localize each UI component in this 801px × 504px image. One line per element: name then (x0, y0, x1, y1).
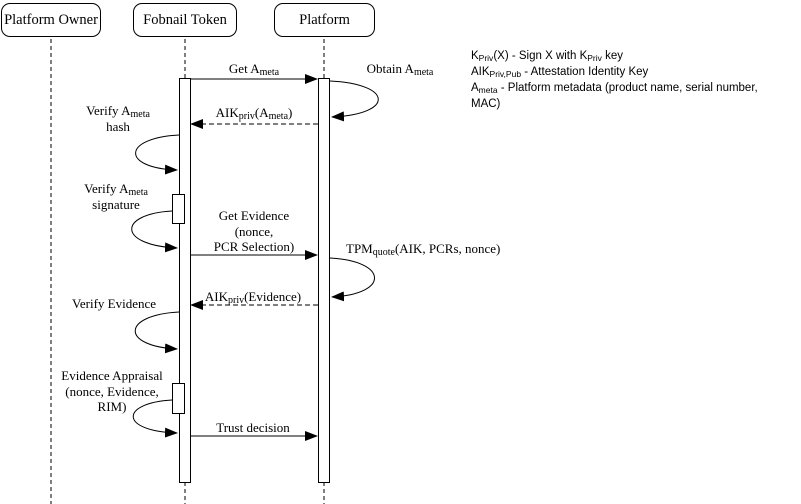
message-label-verify-signature: Verify Ameta signature (84, 181, 148, 212)
legend-line-kpriv: KPriv(X) - Sign X with KPriv key (471, 50, 623, 63)
message-label-verify-hash: Verify Ameta hash (86, 103, 150, 134)
actor-label-platform: Platform (299, 11, 350, 28)
actor-box-platform: Platform (274, 3, 375, 37)
self-loop-tpm-quote (329, 257, 375, 302)
message-label-aik-evidence: AIKpriv(Evidence) (204, 289, 302, 306)
message-label-get-evidence: Get Evidence (nonce, PCR Selection) (213, 208, 295, 254)
message-label-evidence-appraisal: Evidence Appraisal (nonce, Evidence, RIM… (61, 368, 163, 414)
actor-label-platform-owner: Platform Owner (4, 11, 98, 28)
notation-legend: KPriv(X) - Sign X with KPriv key AIKPriv… (471, 48, 796, 112)
self-loop-obtain-ameta (329, 80, 379, 122)
legend-line-aik: AIKPriv,Pub - Attestation Identity Key (471, 66, 649, 79)
legend-line-ameta: Ameta - Platform metadata (product name,… (471, 82, 758, 95)
self-loop-verify-evidence (134, 311, 180, 354)
nested-activation-evidence-appraisal (172, 383, 185, 414)
message-label-trust-decision: Trust decision (216, 420, 290, 435)
message-label-verify-evidence: Verify Evidence (71, 296, 157, 311)
message-label-tpm-quote: TPMquote(AIK, PCRs, nonce) (346, 241, 501, 258)
activation-bar-fobnail-token (179, 78, 191, 483)
actor-label-fobnail-token: Fobnail Token (143, 11, 227, 28)
self-loop-verify-hash (135, 134, 180, 175)
nested-activation-verify-signature (172, 194, 185, 224)
message-label-aik-ameta: AIKpriv(Ameta) (215, 105, 293, 122)
self-loop-evidence-appraisal (132, 399, 178, 438)
activation-bar-platform (318, 78, 330, 483)
message-label-obtain-ameta: Obtain Ameta (366, 61, 434, 78)
self-loop-verify-signature (131, 210, 178, 253)
actor-box-fobnail-token: Fobnail Token (133, 3, 237, 37)
actor-box-platform-owner: Platform Owner (1, 3, 101, 37)
legend-line-mac: MAC) (471, 98, 501, 110)
message-label-get-ameta: Get Ameta (228, 61, 280, 78)
